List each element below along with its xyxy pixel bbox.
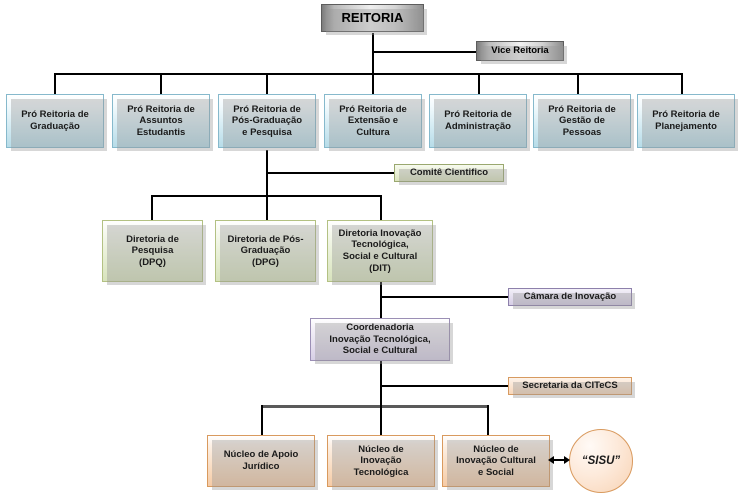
node-comite-cientifico[interactable]: Comitê Cientifico [394,164,507,185]
connector-coordenadoria-secretaria [380,385,508,387]
connector-drop-nucleo-2 [380,405,382,435]
connector-drop-pro-2 [160,73,162,94]
arrow-shaft [554,459,564,461]
connector-dit-stem [380,282,382,318]
connector-reitoria-stem [372,33,374,88]
node-secretaria-citecs[interactable]: Secretaria da CITeCS [508,377,635,398]
node-reitoria[interactable]: REITORIA [321,4,427,35]
connector-drop-diretoria-3 [380,195,382,220]
connector-coordenadoria-stem [380,361,382,407]
connector-drop-pro-5 [478,73,480,94]
node-label: Diretoria de Pós-Graduação(DPG) [227,233,304,268]
node-sisu[interactable]: “SISU” [569,429,633,493]
connector-drop-pro-7 [681,73,683,94]
connector-drop-diretoria-1 [151,195,153,220]
arrow-head-right-icon [564,456,570,464]
connector-drop-pro-4 [372,73,374,94]
node-camara-inovacao[interactable]: Câmara de Inovação [508,288,635,309]
node-label: Secretaria da CITeCS [522,380,618,392]
connector-pro-reitoria-bus [54,73,683,75]
connector-drop-nucleo-1 [261,405,263,435]
node-diretoria-pos-graduacao[interactable]: Diretoria de Pós-Graduação(DPG) [215,220,319,285]
connector-reitoria-vice [372,51,476,53]
node-label: Comitê Cientifico [409,167,489,179]
node-label: “SISU” [581,455,621,467]
connector-drop-nucleo-3 [487,405,489,435]
connector-nucleo-bus [261,405,488,408]
connector-drop-pro-3 [266,73,268,94]
connector-nucleo-sisu-arrow [548,456,570,464]
arrow-head-left-icon [548,456,554,464]
node-reitoria-label: REITORIA [341,10,404,26]
connector-posgrad-stem [266,150,268,220]
connector-dit-camara [380,296,508,298]
node-vice-reitoria[interactable]: Vice Reitoria [476,41,567,64]
connector-drop-pro-1 [54,73,56,94]
node-vice-reitoria-label: Vice Reitoria [491,45,549,57]
connector-drop-diretoria-2 [266,195,268,220]
connector-posgrad-comite [266,172,394,174]
node-label: Câmara de Inovação [523,291,617,303]
connector-drop-pro-6 [577,73,579,94]
